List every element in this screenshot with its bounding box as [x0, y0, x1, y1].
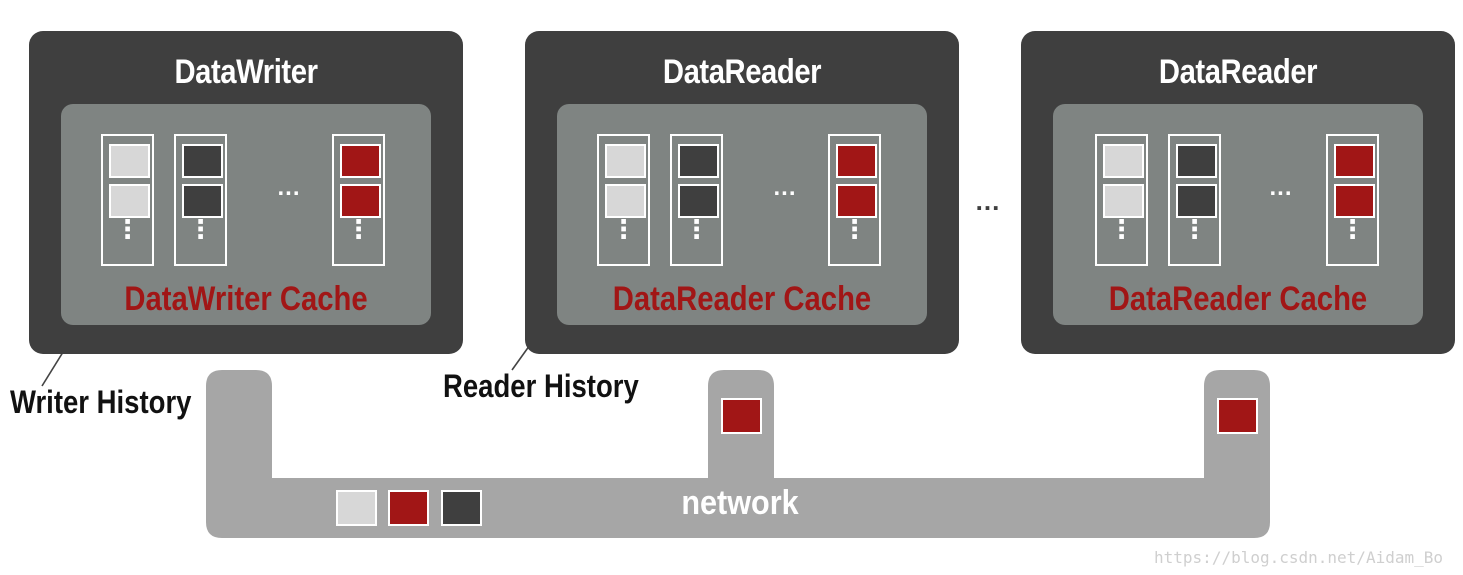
sample-dark [1176, 144, 1217, 178]
entity-title: DataReader [662, 53, 822, 91]
writer-history-label: Writer History [10, 384, 192, 420]
network-sample-dark [441, 490, 482, 526]
network-sample-light [336, 490, 377, 526]
datareader-cache: ⋮ ⋮ ... ⋮ DataReader Cache [557, 104, 927, 325]
reader-history-label: Reader History [443, 368, 639, 404]
sample-red [836, 144, 877, 178]
sample-light [109, 144, 150, 178]
more-samples-dots: ⋮ [841, 214, 868, 244]
entity-title: DataReader [1158, 53, 1318, 91]
entity-title: DataWriter [174, 53, 318, 91]
sample-dark [678, 144, 719, 178]
more-samples-dots: ⋮ [1108, 214, 1135, 244]
sample-light [605, 184, 646, 218]
instance-column: ⋮ [670, 134, 723, 266]
more-samples-dots: ⋮ [610, 214, 637, 244]
more-instances-dots: ... [773, 174, 797, 201]
more-instances-dots: ... [1269, 174, 1293, 201]
instance-column: ⋮ [174, 134, 227, 266]
delivered-sample-red [1217, 398, 1258, 434]
sample-light [109, 184, 150, 218]
network-label: network [681, 484, 799, 522]
more-samples-dots: ⋮ [187, 214, 214, 244]
instance-column: ⋮ [1095, 134, 1148, 266]
instance-column: ⋮ [332, 134, 385, 266]
sample-dark [182, 184, 223, 218]
sample-red [340, 144, 381, 178]
sample-dark [182, 144, 223, 178]
sample-red [1334, 184, 1375, 218]
instance-column: ⋮ [828, 134, 881, 266]
cache-label: DataWriter Cache [124, 280, 368, 318]
datawriter-cache: ⋮ ⋮ ... ⋮ DataWriter Cache [61, 104, 431, 325]
network-sample-red [388, 490, 429, 526]
more-instances-dots: ... [277, 174, 301, 201]
instance-column: ⋮ [597, 134, 650, 266]
datareader-box: DataReader ⋮ ⋮ ... ⋮ DataReader Cache [525, 31, 959, 354]
more-samples-dots: ⋮ [114, 214, 141, 244]
sample-dark [678, 184, 719, 218]
sample-red [836, 184, 877, 218]
sample-light [1103, 144, 1144, 178]
more-readers-dots: ... [975, 186, 1001, 216]
sample-light [1103, 184, 1144, 218]
cache-label: DataReader Cache [612, 280, 872, 318]
instance-column: ⋮ [101, 134, 154, 266]
datawriter-box: DataWriter ⋮ ⋮ ... ⋮ DataWriter Cache [29, 31, 463, 354]
sample-dark [1176, 184, 1217, 218]
more-samples-dots: ⋮ [1339, 214, 1366, 244]
sample-light [605, 144, 646, 178]
watermark: https://blog.csdn.net/Aidam_Bo [1154, 548, 1443, 567]
cache-label: DataReader Cache [1108, 280, 1368, 318]
more-samples-dots: ⋮ [683, 214, 710, 244]
sample-red [1334, 144, 1375, 178]
instance-column: ⋮ [1168, 134, 1221, 266]
more-samples-dots: ⋮ [345, 214, 372, 244]
datareader-cache: ⋮ ⋮ ... ⋮ DataReader Cache [1053, 104, 1423, 325]
sample-red [340, 184, 381, 218]
instance-column: ⋮ [1326, 134, 1379, 266]
delivered-sample-red [721, 398, 762, 434]
datareader-box: DataReader ⋮ ⋮ ... ⋮ DataReader Cache [1021, 31, 1455, 354]
more-samples-dots: ⋮ [1181, 214, 1208, 244]
